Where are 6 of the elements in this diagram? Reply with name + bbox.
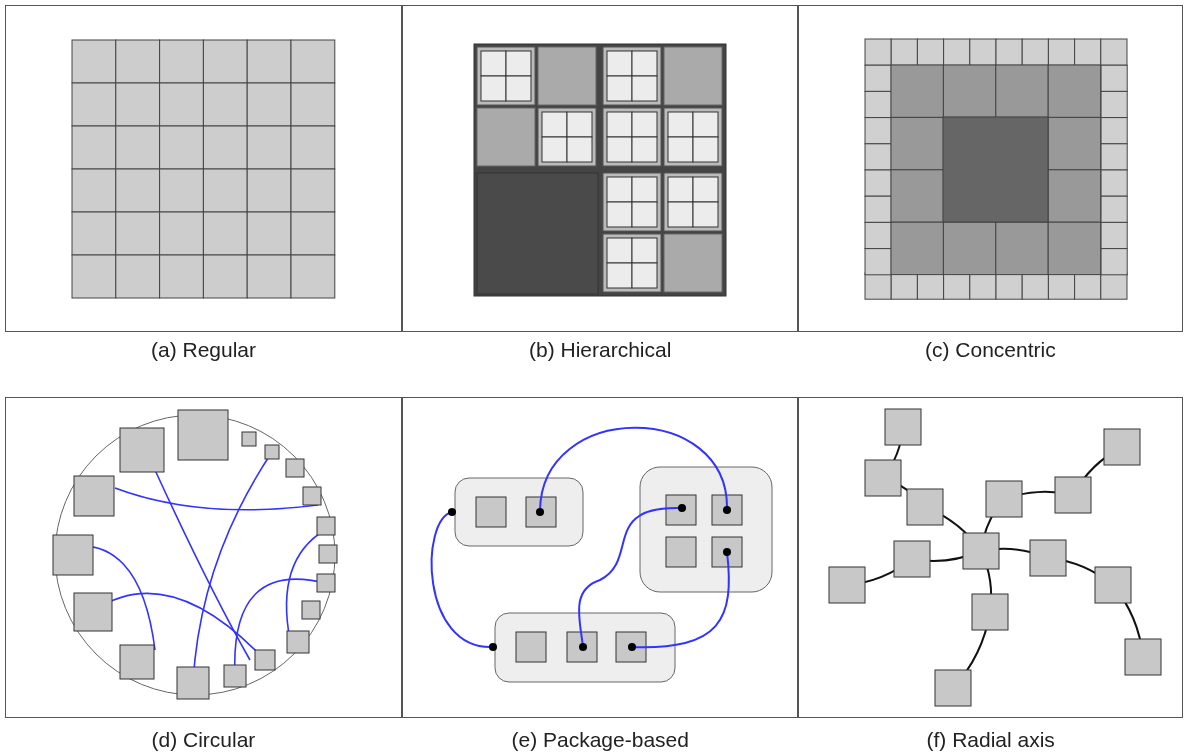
panel-caption: (a) Regular [151, 338, 257, 362]
panel-caption: (b) Hierarchical [529, 338, 672, 362]
panel-caption: (d) Circular [151, 728, 256, 752]
panel-caption: (f) Radial axis [926, 728, 1055, 752]
panel-caption: (e) Package-based [511, 728, 689, 752]
panel-caption: (c) Concentric [925, 338, 1056, 362]
